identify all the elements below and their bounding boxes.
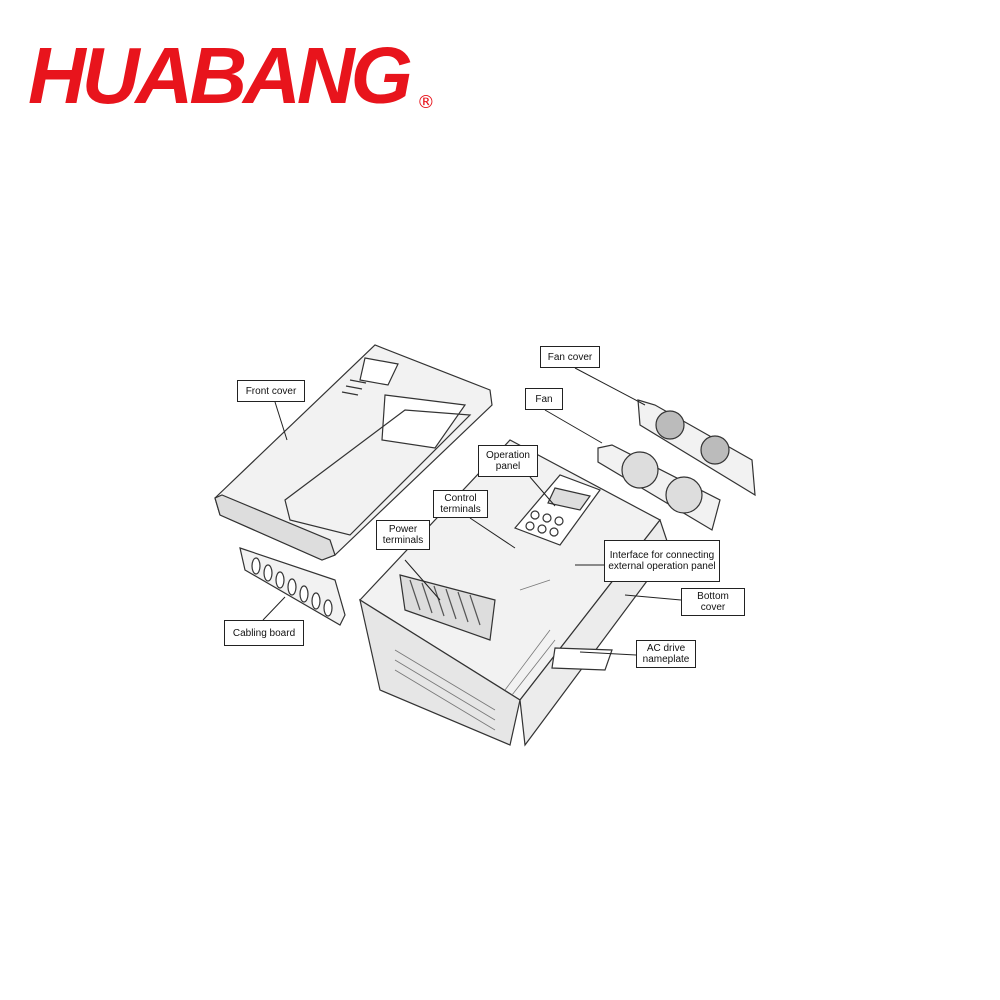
registered-mark: ® — [416, 92, 435, 113]
brand-name: HUABANG — [28, 31, 413, 120]
label-operation-panel: Operation panel — [478, 445, 538, 477]
operation-panel-part — [513, 474, 601, 546]
label-bottom-cover: Bottom cover — [681, 588, 745, 616]
fan-part — [597, 444, 721, 531]
front-cover-part — [214, 344, 493, 561]
label-power-terminals: Power terminals — [376, 520, 430, 550]
brand-header: HUABANG ® — [28, 36, 435, 116]
label-nameplate: AC drive nameplate — [636, 640, 696, 668]
label-cabling-board: Cabling board — [224, 620, 304, 646]
brand-logo: HUABANG — [28, 36, 413, 116]
label-fan: Fan — [525, 388, 563, 410]
label-fan-cover: Fan cover — [540, 346, 600, 368]
leader-lines — [262, 367, 682, 656]
label-interface: Interface for connecting external operat… — [604, 540, 720, 582]
label-control-terminals: Control terminals — [433, 490, 488, 518]
label-front-cover: Front cover — [237, 380, 305, 402]
cabling-board-part — [239, 547, 346, 626]
fan-cover-part — [637, 399, 756, 497]
